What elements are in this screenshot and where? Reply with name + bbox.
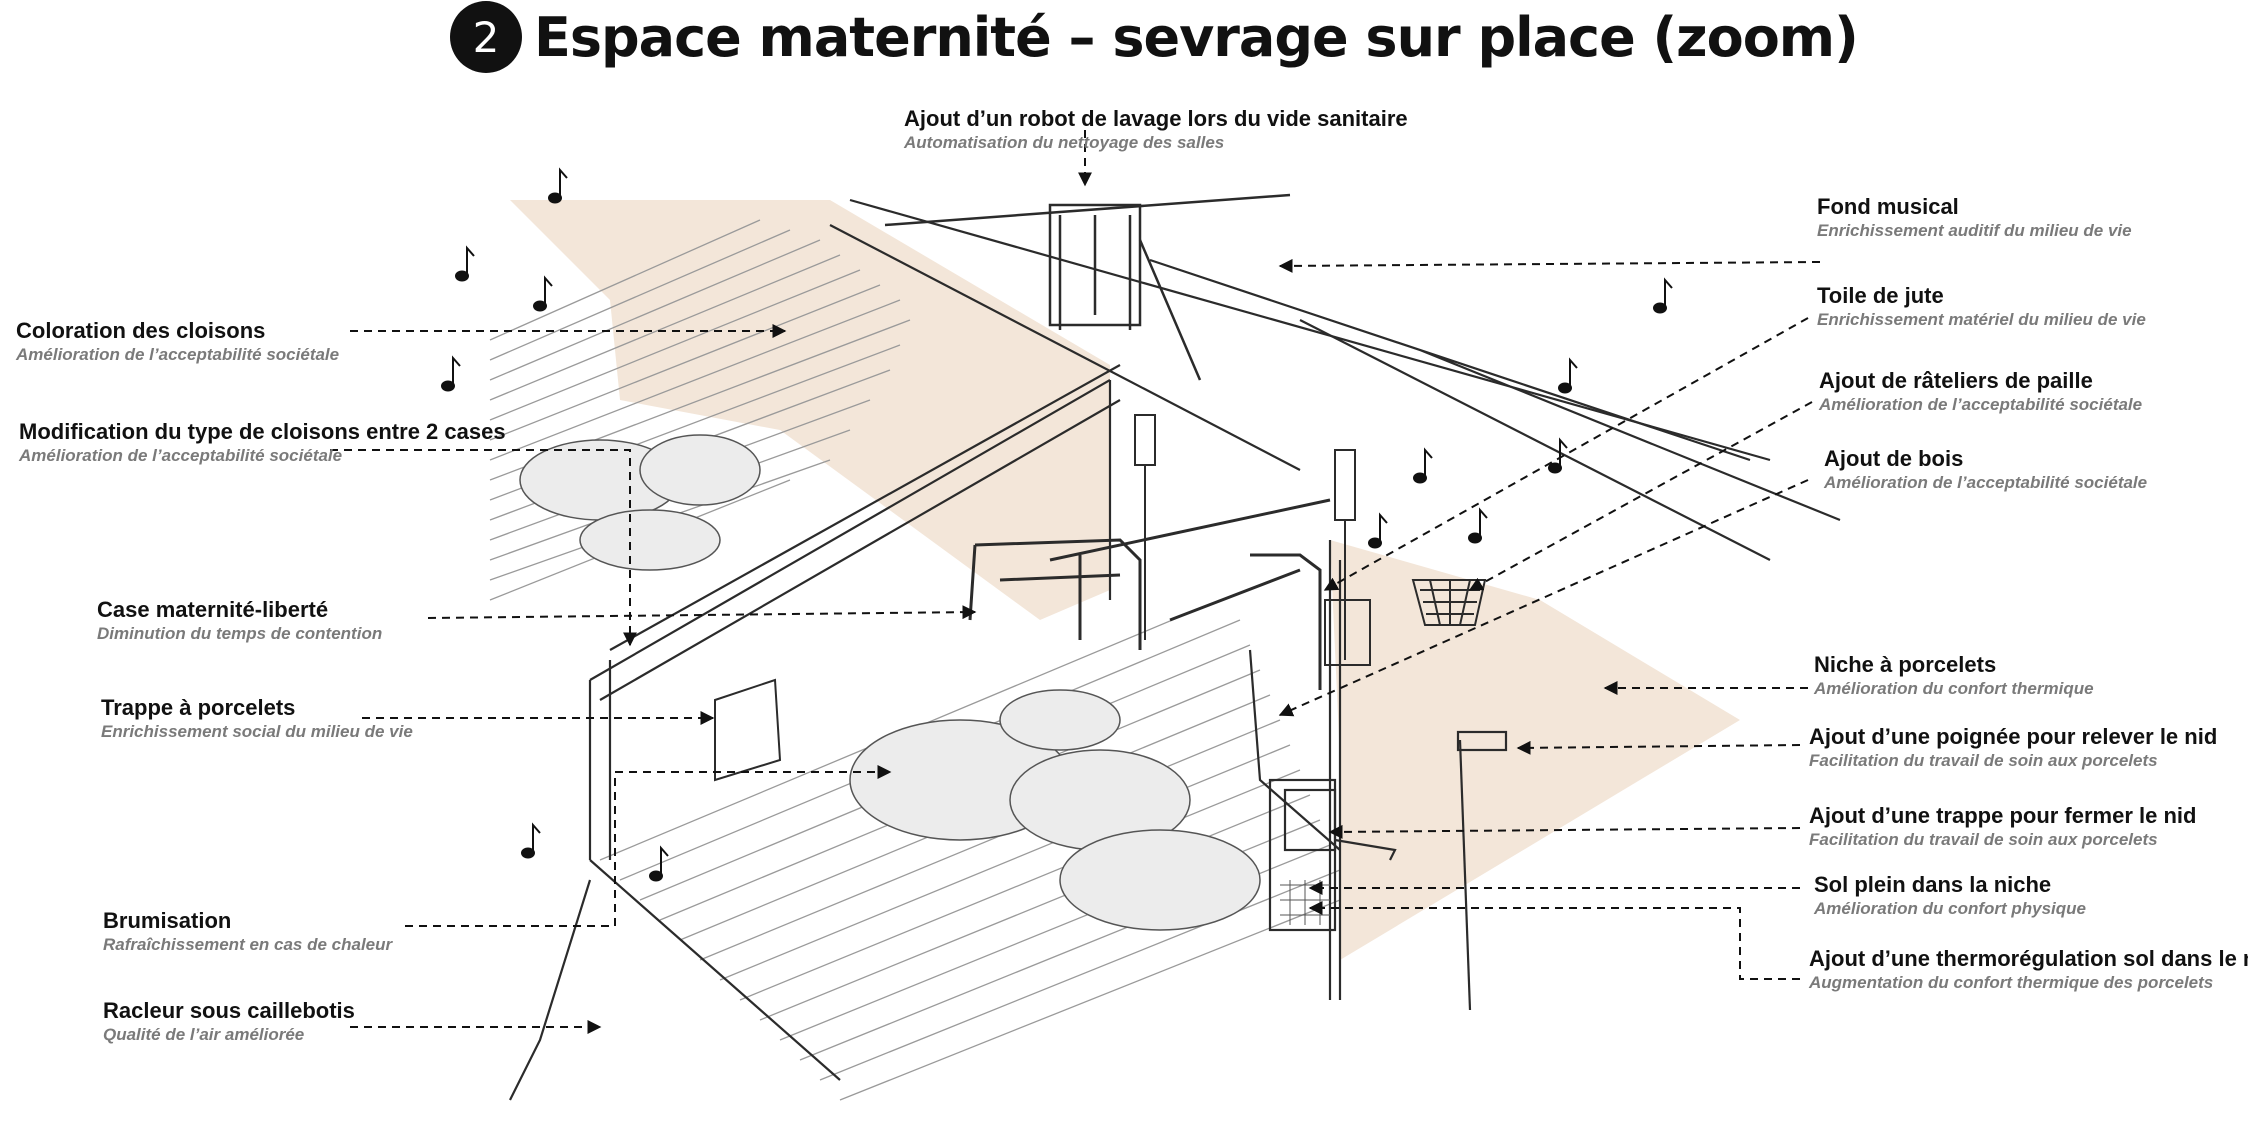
wall-fills: [510, 200, 1740, 960]
annotation-subtitle: Amélioration du confort physique: [1814, 899, 2087, 918]
annotation-title: Trappe à porcelets: [101, 695, 296, 720]
annotation-title: Coloration des cloisons: [16, 318, 266, 343]
piglet-trap: [714, 678, 782, 782]
cleaning-robot: [884, 193, 1291, 381]
arrow-thermo: [1308, 901, 1800, 980]
annotation-racleur: Racleur sous caillebotis Qualité de l’ai…: [103, 998, 355, 1046]
annotation-subtitle: Amélioration de l’acceptabilité sociétal…: [16, 345, 340, 364]
annotation-subtitle: Rafraîchissement en cas de chaleur: [103, 935, 393, 954]
farrowing-crate: [968, 498, 1331, 690]
annotation-rateliers: Ajout de râteliers de paille Amélioratio…: [1819, 368, 2142, 416]
niche-door: [1268, 778, 1397, 932]
annotation-title: Niche à porcelets: [1814, 652, 1997, 677]
annotation-subtitle: Enrichissement auditif du milieu de vie: [1817, 221, 2132, 240]
arrow-fond-musical: [1278, 258, 1821, 273]
annotation-subtitle: Amélioration de l’acceptabilité sociétal…: [1819, 395, 2143, 414]
feeders: [1134, 414, 1371, 666]
annotation-toile: Toile de jute Enrichissement matériel du…: [1817, 283, 2146, 331]
annotation-title: Ajout d’une trappe pour fermer le nid: [1809, 803, 2197, 828]
arrow-poignee: [1516, 740, 1801, 755]
pigs: [519, 434, 1261, 931]
arrow-modification: [330, 449, 637, 647]
annotation-title: Sol plein dans la niche: [1814, 872, 2052, 897]
annotation-subtitle: Facilitation du travail de soin aux porc…: [1809, 830, 2158, 849]
niche-handle: [1456, 730, 1508, 752]
annotation-title: Racleur sous caillebotis: [103, 998, 355, 1023]
annotation-coloration: Coloration des cloisons Amélioration de …: [16, 318, 339, 366]
arrow-toile: [1323, 317, 1809, 591]
music-note-icon: [1368, 512, 1388, 549]
annotation-subtitle: Augmentation du confort thermique des po…: [1809, 973, 2214, 992]
straw-basket: [1411, 579, 1487, 626]
annotation-title: Case maternité-liberté: [97, 597, 329, 622]
music-note-icon: [455, 245, 475, 282]
annotation-subtitle: Facilitation du travail de soin aux porc…: [1809, 751, 2158, 770]
music-note-icon: [1558, 357, 1578, 394]
annotation-modification: Modification du type de cloisons entre 2…: [19, 419, 506, 467]
annotation-subtitle: Amélioration de l’acceptabilité sociétal…: [1824, 473, 2148, 492]
annotation-subtitle: Qualité de l’air améliorée: [103, 1025, 305, 1044]
left-partition-wall: [510, 200, 1110, 620]
solid-floor-grid: [1280, 880, 1330, 925]
annotation-trappe-nid: Ajout d’une trappe pour fermer le nid Fa…: [1809, 803, 2196, 851]
annotation-title: Ajout d’une thermorégulation sol dans le…: [1809, 946, 2248, 971]
music-note-icon: [1653, 277, 1673, 314]
arrow-case: [427, 605, 977, 620]
arrow-rateliers: [1468, 401, 1813, 591]
annotation-poignee: Ajout d’une poignée pour relever le nid …: [1809, 724, 2217, 772]
annotation-bois: Ajout de bois Amélioration de l’acceptab…: [1824, 446, 2147, 494]
annotation-robot: Ajout d’un robot de lavage lors du vide …: [904, 106, 1408, 154]
music-note-icon: [521, 822, 541, 859]
annotation-title: Modification du type de cloisons entre 2…: [19, 419, 506, 444]
annotation-title: Ajout d’un robot de lavage lors du vide …: [904, 106, 1408, 131]
leader-arrows: [330, 130, 1821, 1034]
annotation-title: Fond musical: [1817, 194, 1959, 219]
right-niche-wall: [1330, 540, 1740, 960]
music-note-icon: [1413, 447, 1433, 484]
arrow-brumisation: [405, 765, 892, 927]
structure-lines: [509, 198, 1841, 1101]
annotation-subtitle: Amélioration du confort thermique: [1814, 679, 2094, 698]
music-note-icon: [533, 275, 553, 312]
annotation-title: Brumisation: [103, 908, 232, 933]
annotation-brumisation: Brumisation Rafraîchissement en cas de c…: [103, 908, 392, 956]
section-number-badge: 2: [450, 1, 522, 73]
annotation-niche: Niche à porcelets Amélioration du confor…: [1814, 652, 2094, 700]
music-note-icon: [1468, 507, 1488, 544]
music-note-icon: [649, 845, 669, 882]
annotation-title: Ajout d’une poignée pour relever le nid: [1809, 724, 2218, 749]
page-title: 2 Espace maternité – sevrage sur place (…: [450, 1, 1859, 73]
annotation-trappe-porcelets: Trappe à porcelets Enrichissement social…: [101, 695, 413, 743]
annotation-subtitle: Amélioration de l’acceptabilité sociétal…: [19, 446, 343, 465]
music-note-icons: [441, 167, 1673, 882]
annotation-sol: Sol plein dans la niche Amélioration du …: [1814, 872, 2086, 920]
annotation-subtitle: Enrichissement social du milieu de vie: [101, 722, 413, 741]
annotation-subtitle: Enrichissement matériel du milieu de vie: [1817, 310, 2146, 329]
annotation-case: Case maternité-liberté Diminution du tem…: [97, 597, 382, 645]
annotation-subtitle: Diminution du temps de contention: [97, 624, 383, 643]
annotation-title: Toile de jute: [1817, 283, 1944, 308]
annotation-thermo: Ajout d’une thermorégulation sol dans le…: [1809, 946, 2248, 994]
music-note-icon: [441, 355, 461, 392]
music-note-icon: [548, 167, 568, 204]
annotation-subtitle: Automatisation du nettoyage des salles: [904, 133, 1225, 152]
title-text: Espace maternité – sevrage sur place (zo…: [534, 5, 1859, 69]
arrow-bois: [1278, 479, 1809, 717]
annotation-title: Ajout de bois: [1824, 446, 1964, 471]
annotation-fond-musical: Fond musical Enrichissement auditif du m…: [1817, 194, 2132, 242]
annotation-title: Ajout de râteliers de paille: [1819, 368, 2093, 393]
